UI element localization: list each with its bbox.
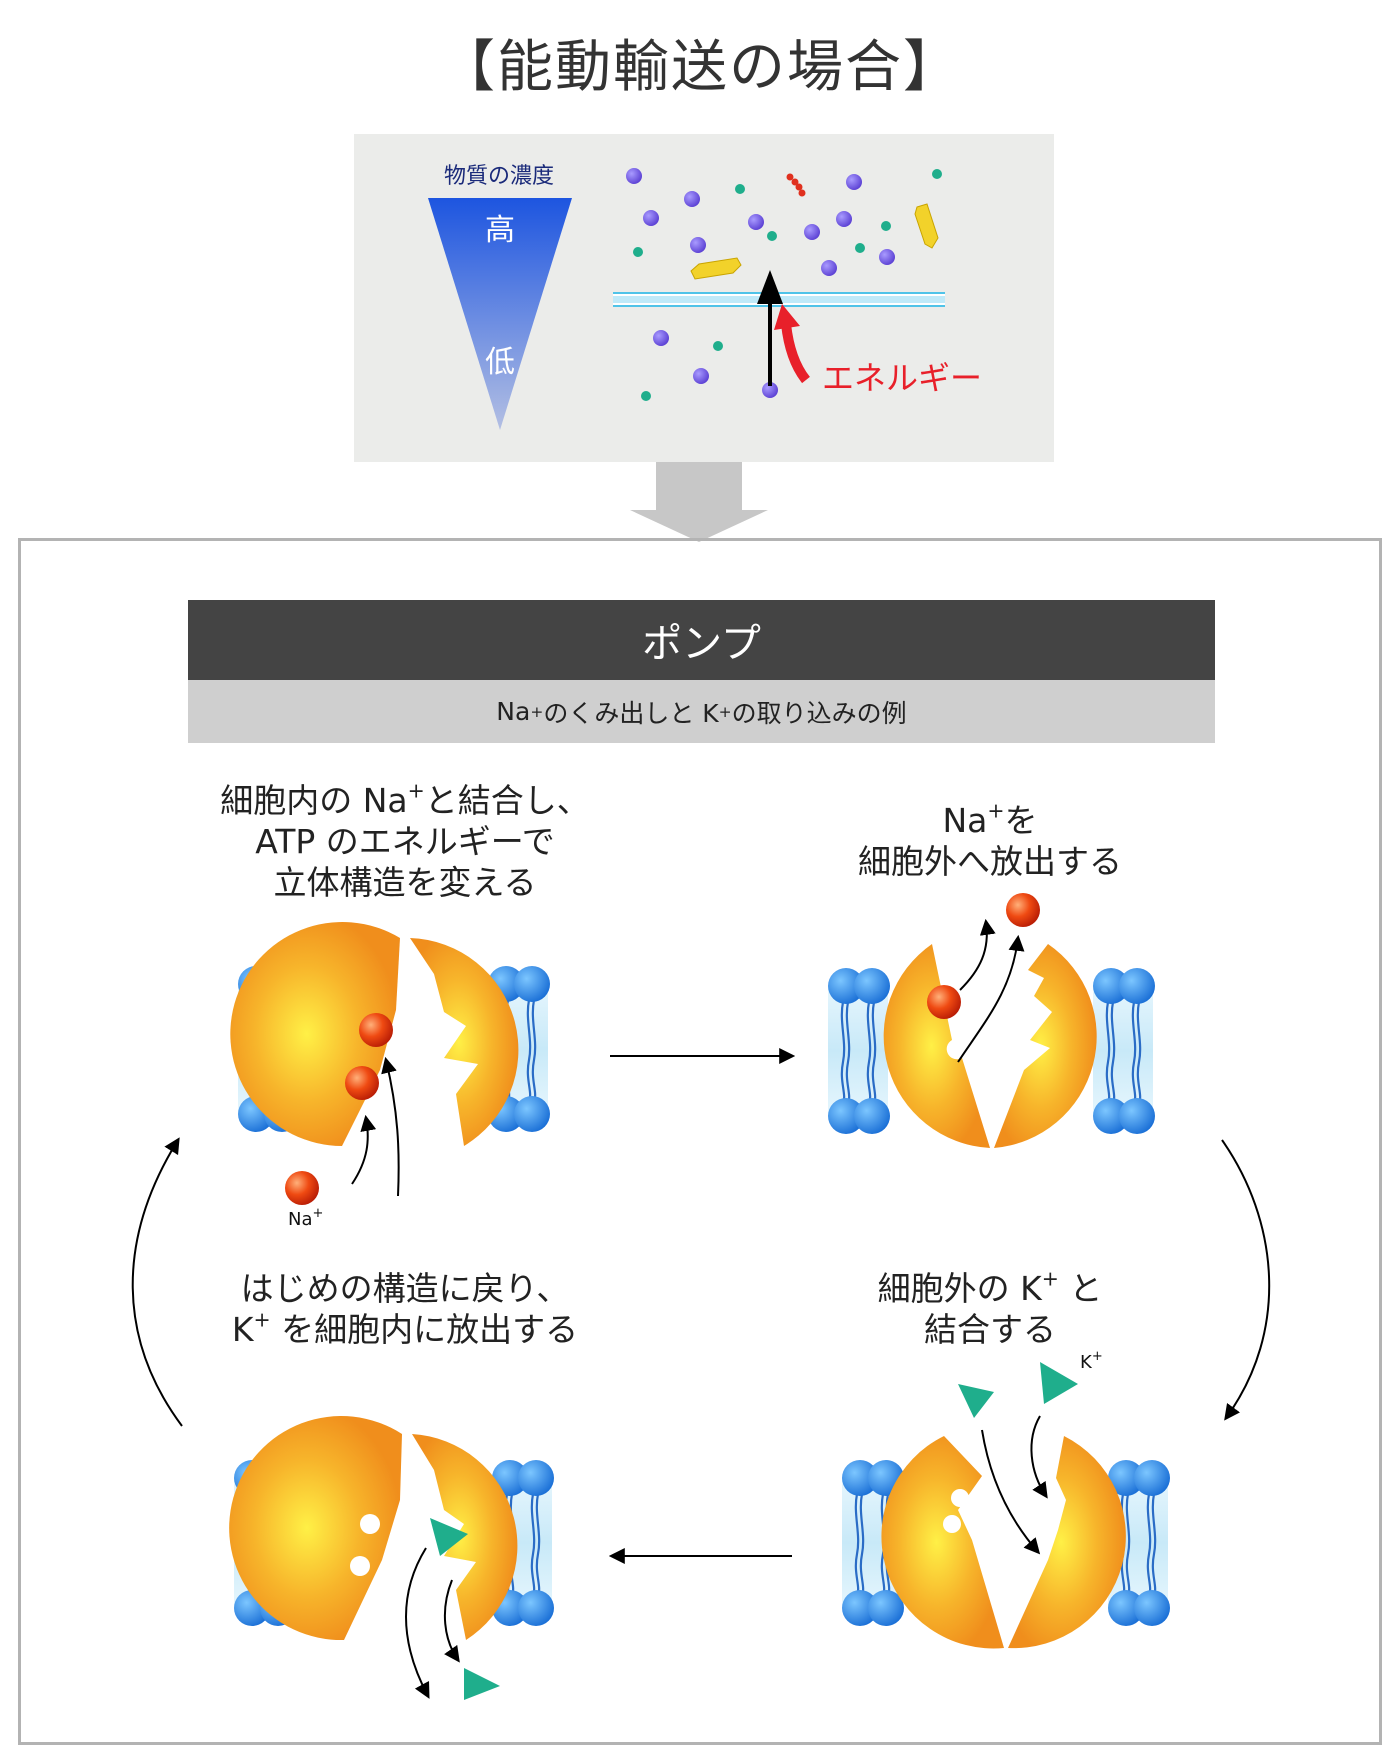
subtitle-mid: のくみ出しと K <box>543 698 719 728</box>
page-title: 【能動輸送の場合】 <box>439 35 961 100</box>
pump-heading: ポンプ <box>188 600 1215 680</box>
concentration-panel: 物質の濃度 高 低 <box>354 134 1054 462</box>
potassium-ion <box>430 1518 468 1556</box>
na-ion-label: Na+ <box>288 1206 323 1230</box>
pump-subtitle: Na+ のくみ出しと K+ の取り込みの例 <box>188 680 1215 743</box>
step3-caption: 細胞外の K+ と 結合する <box>877 1266 1103 1349</box>
high-label: 高 <box>485 213 515 248</box>
subtitle-end: の取り込みの例 <box>731 698 907 728</box>
pump-step2 <box>826 893 1157 1148</box>
transport-arrow <box>757 270 783 386</box>
k-ion-label: K+ <box>1080 1349 1103 1373</box>
molecules-above <box>626 168 942 280</box>
molecules-below <box>641 330 778 401</box>
pump-protein-step3 <box>881 1436 1126 1649</box>
subtitle-na: Na <box>496 697 531 726</box>
low-label: 低 <box>485 345 515 380</box>
cycle-arrows <box>131 1048 1271 1564</box>
potassium-ion <box>1040 1362 1078 1404</box>
pump-step4 <box>229 1416 556 1700</box>
pump-step1: Na+ <box>230 922 552 1230</box>
sodium-ion <box>1006 893 1040 927</box>
potassium-ion <box>464 1668 500 1700</box>
pump-protein-step4 <box>229 1416 518 1641</box>
energy-arrow <box>774 304 811 384</box>
sodium-ion <box>359 1013 393 1047</box>
potassium-ion <box>958 1384 994 1418</box>
step1-caption: 細胞内の Na+と結合し、 ATP のエネルギーで 立体構造を変える <box>220 778 590 902</box>
energy-label: エネルギー <box>822 359 982 397</box>
pump-protein-step2 <box>883 944 1097 1148</box>
gradient-triangle <box>428 198 572 430</box>
concentration-label: 物質の濃度 <box>444 164 554 189</box>
pump-step3: K+ <box>840 1349 1172 1649</box>
pump-frame <box>18 538 1382 1745</box>
flow-down-arrow-icon <box>630 462 768 542</box>
sodium-ion <box>345 1066 379 1100</box>
sodium-ion <box>285 1171 319 1205</box>
sodium-ion <box>927 985 961 1019</box>
concentration-diagram: 物質の濃度 高 低 <box>428 164 982 430</box>
step2-caption: Na+を 細胞外へ放出する <box>858 798 1122 881</box>
step4-caption: はじめの構造に戻り、 K+ を細胞内に放出する <box>231 1269 579 1349</box>
